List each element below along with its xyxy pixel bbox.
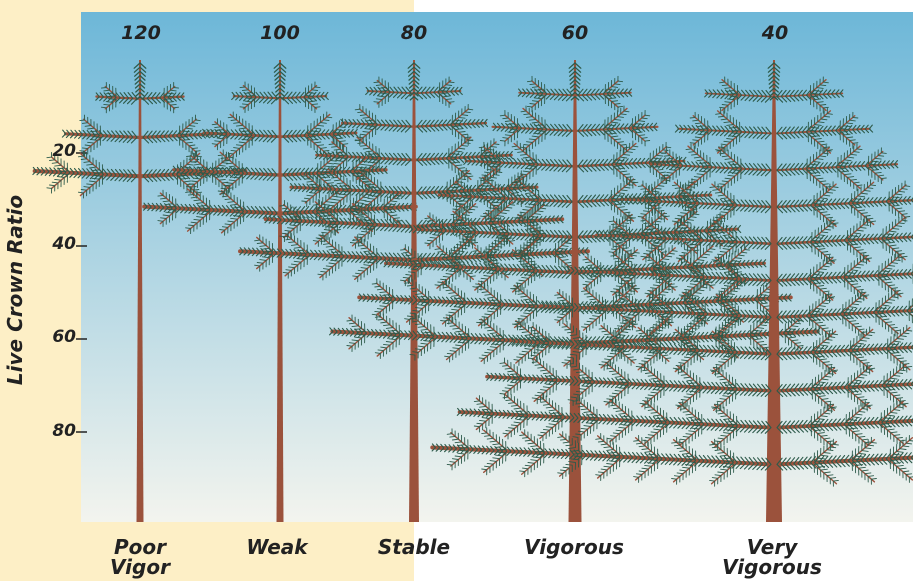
vigor-label-line2: Vigorous bbox=[692, 557, 852, 577]
vigor-label-weak: Weak bbox=[197, 537, 357, 557]
y-tick-label-40: 40 bbox=[36, 236, 76, 253]
tree-top-label-100: 100 bbox=[240, 24, 320, 43]
tree-top-label-120: 120 bbox=[101, 24, 181, 43]
vigor-label-vigorous: Vigorous bbox=[494, 537, 654, 557]
y-tick-label-20: 20 bbox=[36, 143, 76, 160]
tree-top-label-80: 80 bbox=[374, 24, 454, 43]
vigor-label-poor-vigor: Poor Vigor bbox=[60, 537, 220, 577]
vigor-label-line1: Very bbox=[692, 537, 852, 557]
y-tick-label-80: 80 bbox=[36, 423, 76, 440]
vigor-label-line1: Poor bbox=[60, 537, 220, 557]
y-tick-label-60: 60 bbox=[36, 329, 76, 346]
vigor-label-very-vigorous: Very Vigorous bbox=[692, 537, 852, 577]
tree-top-label-40: 40 bbox=[735, 24, 815, 43]
vigor-label-line2: Vigor bbox=[60, 557, 220, 577]
vigor-label-stable: Stable bbox=[334, 537, 494, 557]
tree-top-label-60: 60 bbox=[535, 24, 615, 43]
